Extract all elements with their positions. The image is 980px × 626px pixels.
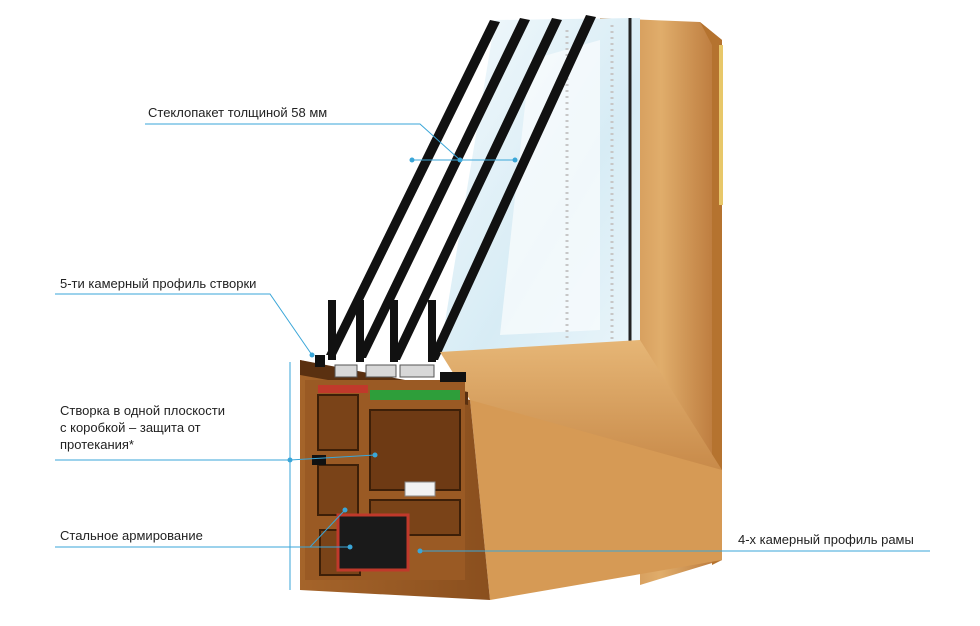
label-sash-profile: 5-ти камерный профиль створки: [60, 276, 257, 291]
profile-cross-section: [300, 355, 468, 580]
leader-lines: [55, 123, 930, 590]
steel-reinforcement-block: [336, 513, 410, 572]
label-glass-unit: Стеклопакет толщиной 58 мм: [148, 105, 328, 120]
label-flush-sash: Створка в одной плоскости с коробкой – з…: [60, 403, 225, 452]
label-frame-profile: 4-х камерный профиль рамы: [738, 532, 914, 547]
glass-area: [440, 18, 640, 352]
leader-flush-inner: [289, 454, 376, 461]
leader-sash-profile: [55, 293, 313, 356]
leader-glass-unit: [145, 123, 461, 161]
red-seal: [318, 385, 368, 393]
label-steel-reinforcement: Стальное армирование: [60, 528, 203, 543]
leader-dots: [287, 157, 518, 554]
glass-panes: [326, 15, 632, 362]
green-seal: [370, 390, 460, 400]
